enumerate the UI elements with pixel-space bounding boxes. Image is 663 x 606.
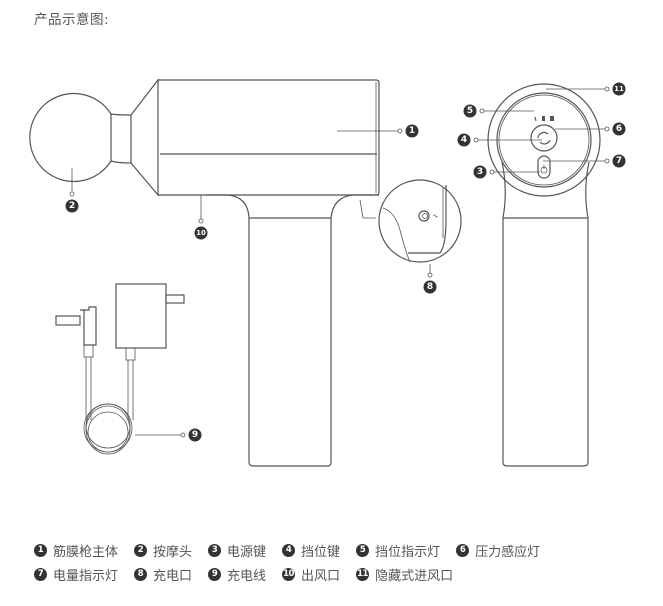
svg-text:10: 10 (196, 229, 206, 237)
badge-5: 5 (463, 104, 477, 118)
cycle-icon (537, 131, 551, 145)
gun-neck (110, 113, 132, 164)
svg-text:11: 11 (614, 85, 624, 93)
gun-side-view (29, 78, 380, 467)
svg-text:7: 7 (616, 156, 622, 166)
charge-port-detail (359, 179, 462, 263)
gun-front-chamfer (130, 78, 159, 197)
badge-10: 10 (194, 226, 208, 240)
svg-text:2: 2 (69, 201, 75, 211)
svg-text:6: 6 (616, 124, 622, 134)
badge-2: 2 (65, 199, 79, 213)
svg-text:8: 8 (427, 282, 433, 292)
badge-11: 11 (612, 82, 626, 96)
charger-cable (55, 283, 185, 455)
badge-1: 1 (405, 124, 419, 138)
page-title: 产品示意图: (34, 12, 110, 28)
massage-head (29, 92, 112, 183)
svg-text:4: 4 (461, 135, 467, 145)
svg-text:9: 9 (192, 430, 198, 440)
callout-lines (69, 86, 610, 438)
lightning-icon (433, 214, 438, 218)
charge-port (418, 210, 430, 222)
callout-badges: 1 2 10 8 9 11 5 4 6 7 3 (65, 82, 626, 442)
svg-text:1: 1 (409, 126, 415, 136)
gear-indicator-lights (534, 116, 554, 122)
badge-6: 6 (612, 122, 626, 136)
dc-plug (55, 315, 81, 326)
adapter (115, 283, 167, 349)
badge-8: 8 (423, 280, 437, 294)
badge-7: 7 (612, 154, 626, 168)
power-button (537, 155, 551, 179)
adapter-plug (165, 294, 185, 304)
gun-handle (206, 194, 379, 467)
badge-9: 9 (188, 428, 202, 442)
svg-text:3: 3 (477, 167, 483, 177)
gear-button (530, 124, 558, 152)
badge-4: 4 (457, 133, 471, 147)
svg-text:5: 5 (467, 106, 473, 116)
gun-body (158, 79, 380, 196)
gun-back-view (487, 83, 601, 467)
badge-3: 3 (473, 165, 487, 179)
